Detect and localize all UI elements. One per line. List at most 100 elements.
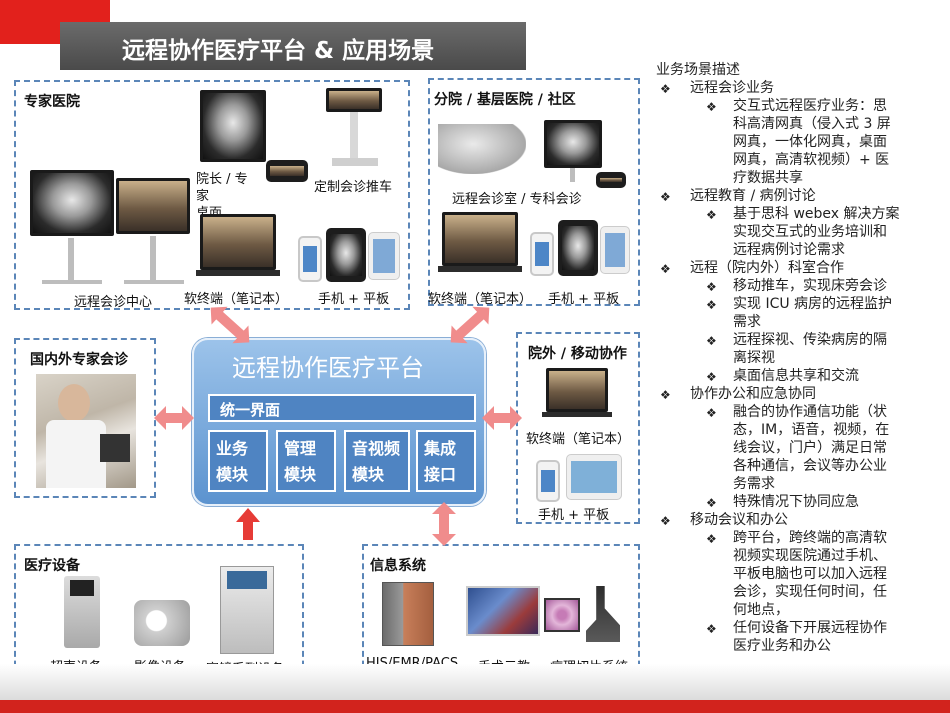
scenario-detail: 务需求: [733, 476, 775, 492]
scenario-detail: 疗数据共享: [733, 170, 803, 186]
module-av-line2: 模块: [352, 465, 385, 484]
cart-base: [332, 158, 378, 166]
footer-red-stripe: [0, 700, 950, 713]
caption-mobile-laptop: 软终端（笔记本）: [526, 432, 631, 447]
module-management-line1: 管理: [284, 439, 317, 458]
arrow-platform-info: [432, 502, 456, 546]
branch-phone-image: [530, 232, 554, 276]
scenario-detail: 何地点，: [733, 602, 789, 618]
caption-branch-room: 远程会诊室 / 专科会诊: [452, 192, 582, 207]
scenario-detail: 特殊情况下协同应急: [733, 494, 859, 510]
screen-base: [124, 280, 184, 284]
platform-title: 远程协作医疗平台: [232, 354, 424, 382]
scenario-detail: 桌面信息共享和交流: [733, 368, 859, 384]
branch-laptop-base: [438, 266, 522, 272]
caption-dean-3: 桌面: [196, 206, 223, 214]
scenario-detail: 融合的协作通信功能（状: [733, 404, 887, 420]
module-integration-line2: 接口: [424, 465, 457, 484]
scenario-category: 远程会诊业务: [690, 80, 774, 96]
branch-tablet-image: [596, 172, 626, 188]
scenario-detail: 会诊，实现任何时间，任: [733, 584, 887, 600]
branch-hospital-title: 分院 / 基层医院 / 社区: [434, 92, 576, 108]
sub-bullet-diamond-icon: ❖: [706, 622, 717, 636]
branch-tablet-image: [600, 226, 630, 274]
module-av-line1: 音视频: [352, 439, 401, 458]
sub-bullet-diamond-icon: ❖: [706, 334, 717, 348]
arrow-intl-platform: [154, 406, 194, 430]
branch-laptop-screen-image: [442, 212, 518, 266]
sub-bullet-diamond-icon: ❖: [706, 496, 717, 510]
module-business-line2: 模块: [216, 465, 249, 484]
sub-bullet-diamond-icon: ❖: [706, 532, 717, 546]
server-image: [382, 582, 434, 646]
pathology-screen-image: [544, 598, 580, 632]
mobile-tablet-image: [566, 454, 622, 500]
surgery-monitor-image: [466, 586, 540, 636]
laptop-base: [196, 270, 280, 276]
page-title: 远程协作医疗平台 & 应用场景: [122, 38, 435, 64]
caption-mobile: 手机 + 平板: [318, 292, 390, 307]
info-system-box: 信息系统 HIS/EMR/PACS 手术示教 病理切片系统: [362, 544, 640, 686]
mobile-laptop-screen-image: [546, 368, 608, 412]
screen-stand: [150, 236, 156, 282]
branch-screen-stand: [570, 168, 575, 182]
mobile-collab-title: 院外 / 移动协作: [528, 346, 627, 362]
caption-branch-mobile: 手机 + 平板: [548, 292, 620, 307]
scenario-detail: 实现交互式的业务培训和: [733, 224, 887, 240]
mobile-collab-box: 院外 / 移动协作 软终端（笔记本） 手机 + 平板: [516, 332, 640, 524]
cart-screen-image: [326, 88, 382, 112]
ultrasound-image: [64, 576, 100, 648]
expert-hospital-box: 专家医院 远程会诊中心 院长 / 专 家 桌面 定制会诊推车 软终端（笔记本） …: [14, 80, 410, 310]
tablet-image: [368, 232, 400, 280]
endoscope-image: [220, 566, 274, 654]
branch-xray-screen-image: [544, 120, 602, 168]
scenario-heading: 业务场景描述: [656, 62, 740, 78]
scenario-detail: 远程病例讨论需求: [733, 242, 845, 258]
intl-experts-title: 国内外专家会诊: [30, 352, 128, 368]
branch-hospital-box: 分院 / 基层医院 / 社区 远程会诊室 / 专科会诊 软终端（笔记本） 手机 …: [428, 78, 640, 307]
sub-bullet-diamond-icon: ❖: [706, 370, 717, 384]
bullet-diamond-icon: ❖: [660, 514, 671, 528]
module-business-line1: 业务: [216, 439, 249, 458]
intl-experts-box: 国内外专家会诊: [14, 338, 156, 498]
doctor-photo: [36, 374, 136, 488]
module-business: 业务 模块: [208, 430, 268, 492]
microscope-image: [586, 586, 620, 642]
unified-interface: 统一界面: [208, 394, 476, 422]
xray-screen-image: [30, 170, 114, 236]
medical-devices-title: 医疗设备: [24, 558, 80, 574]
sub-bullet-diamond-icon: ❖: [706, 280, 717, 294]
module-integration-line1: 集成: [424, 439, 457, 458]
branch-tablet-image: [558, 220, 598, 276]
scenario-detail: 平板电脑也可以加入远程: [733, 566, 887, 582]
module-av: 音视频 模块: [344, 430, 410, 492]
desktop-xray-image: [200, 90, 266, 162]
bullet-diamond-icon: ❖: [660, 190, 671, 204]
expert-hospital-title: 专家医院: [24, 94, 80, 110]
collaboration-platform: 远程协作医疗平台 统一界面 业务 模块 管理 模块 音视频 模块 集成 接口: [192, 338, 486, 506]
screen-base: [42, 280, 102, 284]
scenario-detail: 远程探视、传染病房的隔: [733, 332, 887, 348]
scenario-category: 远程教育 / 病例讨论: [690, 188, 816, 204]
sub-bullet-diamond-icon: ❖: [706, 208, 717, 222]
sub-bullet-diamond-icon: ❖: [706, 298, 717, 312]
scenario-category: 协作办公和应急协同: [690, 386, 816, 402]
mobile-laptop-base: [542, 412, 612, 417]
phone-image: [298, 236, 322, 282]
scenario-detail: 医疗业务和办公: [733, 638, 831, 654]
scenario-detail: 交互式远程医疗业务：思: [733, 98, 887, 114]
scenario-detail: 科高清网真（侵入式 3 屏: [733, 116, 891, 132]
video-screen-image: [116, 178, 190, 234]
laptop-screen-image: [200, 214, 276, 270]
arrow-devices-platform: [236, 508, 260, 540]
module-management: 管理 模块: [276, 430, 336, 492]
caption-branch-laptop: 软终端（笔记本）: [428, 292, 533, 307]
bullet-diamond-icon: ❖: [660, 262, 671, 276]
footer-band: [0, 664, 950, 700]
conference-room-image: [438, 124, 526, 174]
scenario-detail: 线会议，门户）满足日常: [733, 440, 887, 456]
mobile-phone-image: [536, 460, 560, 502]
scenario-detail: 态，IM，语音，视频，在: [733, 422, 890, 438]
scenario-category: 移动会议和办公: [690, 512, 788, 528]
